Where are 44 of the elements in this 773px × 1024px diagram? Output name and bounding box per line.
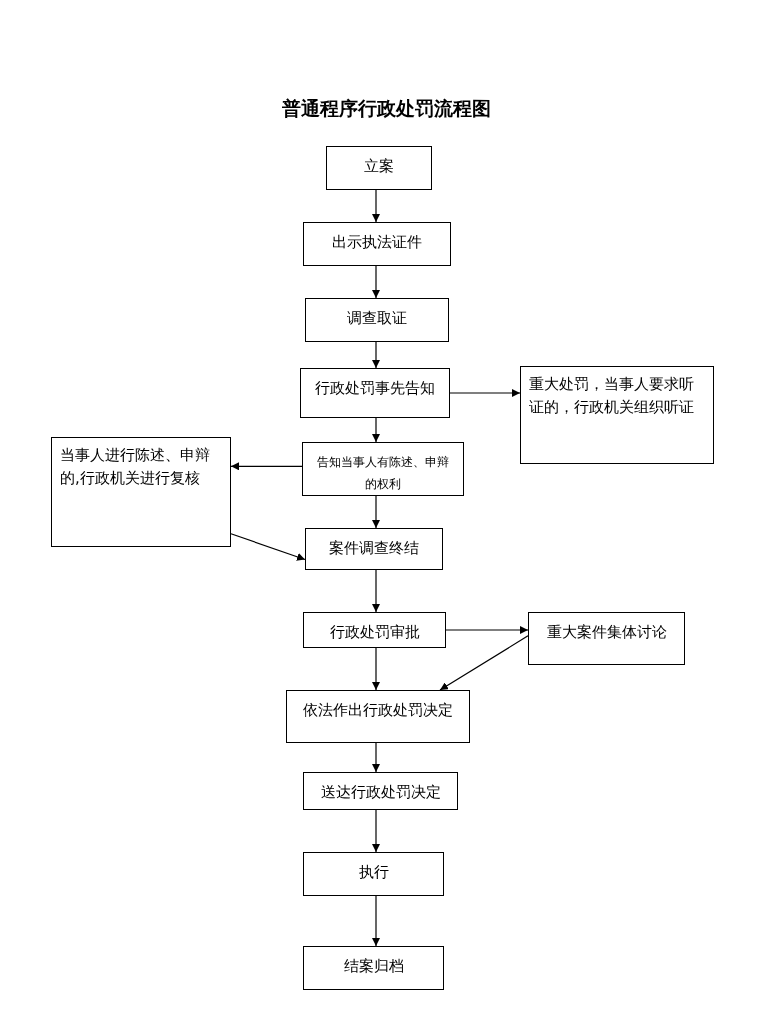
box-text: 重大处罚，当事人要求听证的，行政机关组织听证: [529, 374, 695, 418]
arrow: [372, 341, 380, 369]
process-box: [303, 612, 446, 648]
arrow: [372, 495, 380, 529]
box-text: 告知当事人有陈述、申辩的权利: [316, 454, 450, 493]
process-box: [51, 437, 231, 547]
process-box: [303, 772, 458, 810]
arrow: [372, 189, 380, 223]
process-box: [528, 612, 685, 665]
box-text: 依法作出行政处罚决定: [302, 700, 454, 721]
arrow: [372, 265, 380, 299]
process-box: [303, 946, 444, 990]
arrow: [372, 809, 380, 853]
arrow: [439, 635, 529, 691]
diagram-title: 普通程序行政处罚流程图: [281, 96, 492, 121]
process-box: [300, 368, 450, 418]
box-text: 调查取证: [346, 308, 408, 329]
arrow: [372, 647, 380, 691]
arrow: [372, 417, 380, 443]
arrow: [372, 895, 380, 947]
box-text: 当事人进行陈述、申辩的,行政机关进行复核: [60, 445, 211, 489]
box-text: 结案归档: [342, 956, 405, 977]
box-text: 行政处罚事先告知: [314, 378, 436, 399]
arrow: [372, 742, 380, 773]
box-text: 执行: [357, 862, 390, 883]
box-text: 案件调查终结: [328, 538, 420, 559]
box-text: 行政处罚审批: [328, 622, 421, 643]
box-text: 重大案件集体讨论: [545, 622, 668, 643]
arrow: [230, 462, 303, 471]
process-box: [305, 528, 443, 570]
process-box: [302, 442, 464, 496]
process-box: [520, 366, 714, 464]
box-text: 出示执法证件: [331, 232, 423, 253]
arrow: [449, 389, 521, 397]
arrow: [230, 533, 306, 561]
process-box: [303, 222, 451, 266]
process-box: [303, 852, 444, 896]
arrow: [445, 626, 529, 634]
box-text: 立案: [363, 156, 395, 177]
arrow: [372, 569, 380, 613]
process-box: [286, 690, 470, 743]
process-box: [326, 146, 432, 190]
box-text: 送达行政处罚决定: [319, 782, 442, 803]
process-box: [305, 298, 449, 342]
